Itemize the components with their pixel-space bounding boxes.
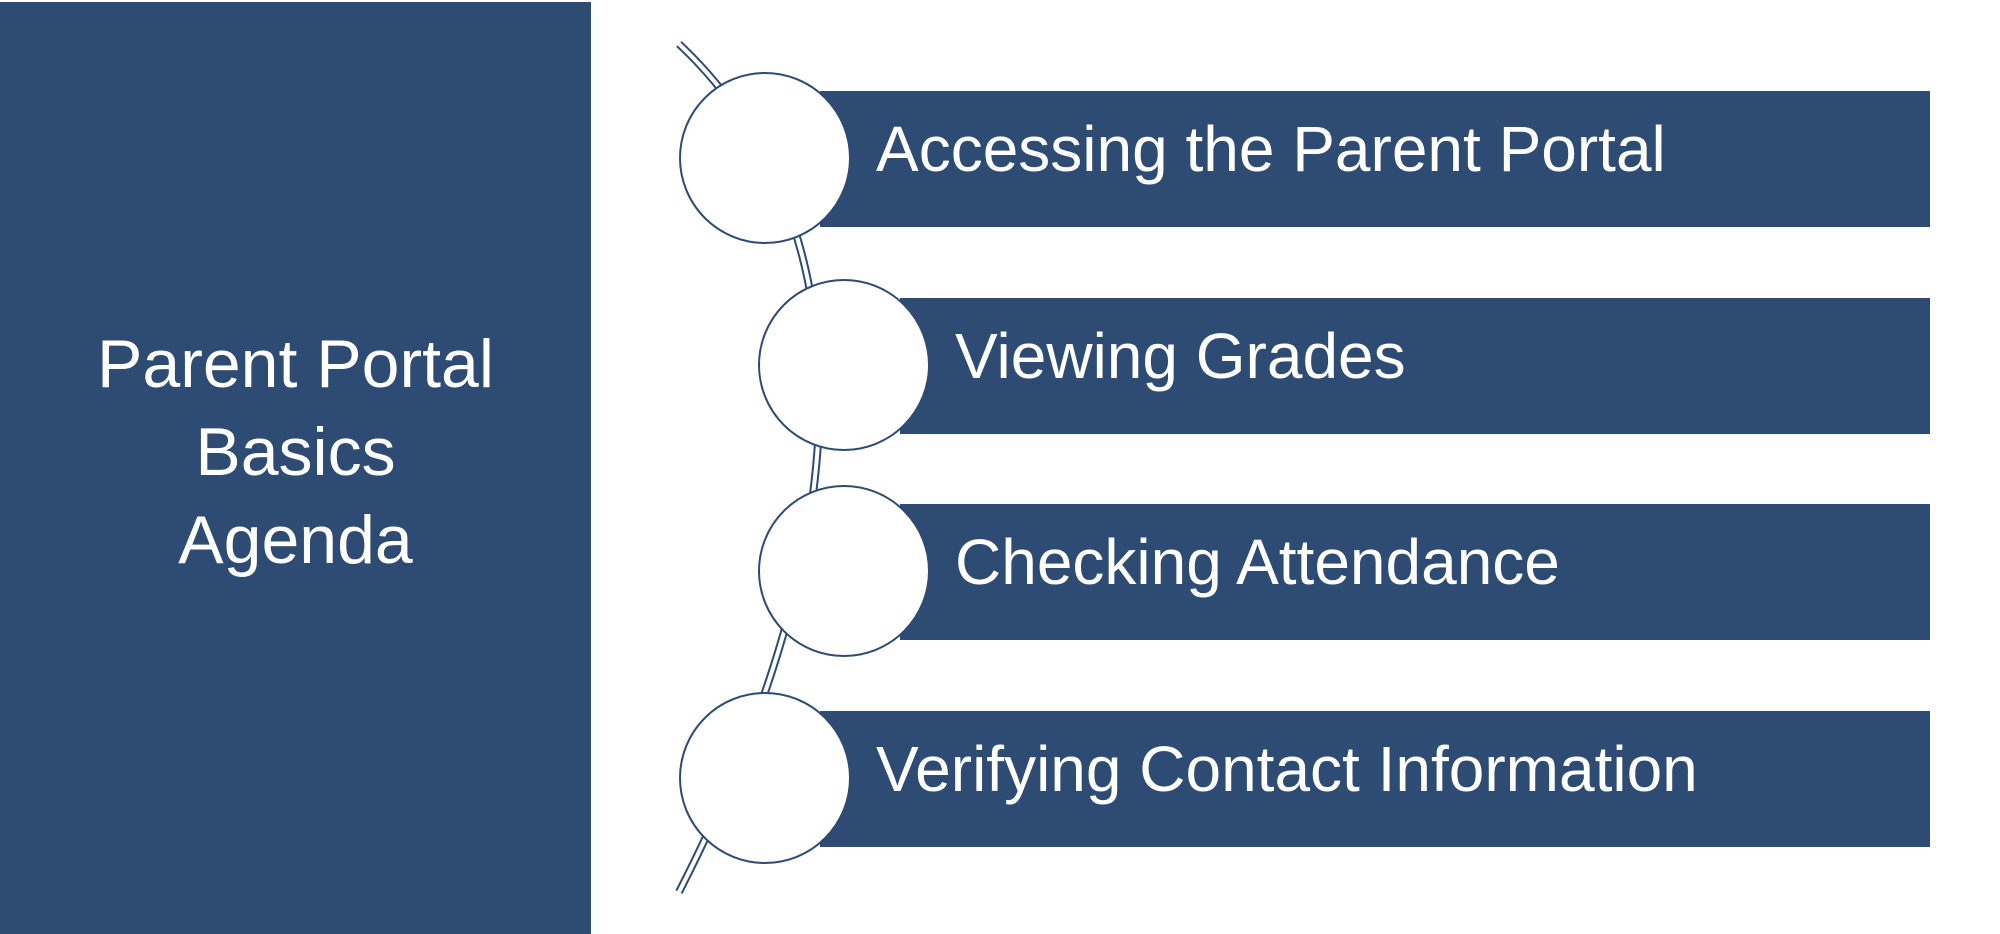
agenda-item-2-label: Viewing Grades xyxy=(955,320,1406,392)
slide-title: Parent Portal Basics Agenda xyxy=(97,320,494,584)
title-panel: Parent Portal Basics Agenda xyxy=(0,2,591,934)
agenda-item-1-circle xyxy=(679,72,851,244)
agenda-item-2: Viewing Grades xyxy=(900,298,1930,434)
agenda-item-4-circle xyxy=(679,692,851,864)
slide-title-line-3: Agenda xyxy=(178,502,413,578)
agenda-item-4: Verifying Contact Information xyxy=(820,711,1930,847)
agenda-item-3: Checking Attendance xyxy=(900,504,1930,640)
agenda-item-4-label: Verifying Contact Information xyxy=(876,733,1698,805)
agenda-item-1-label: Accessing the Parent Portal xyxy=(876,113,1666,185)
agenda-item-2-circle xyxy=(758,279,930,451)
agenda-item-3-circle xyxy=(758,485,930,657)
slide-title-line-2: Basics xyxy=(195,414,396,490)
slide-title-line-1: Parent Portal xyxy=(97,326,494,402)
agenda-item-1: Accessing the Parent Portal xyxy=(820,91,1930,227)
agenda-item-3-label: Checking Attendance xyxy=(955,526,1560,598)
